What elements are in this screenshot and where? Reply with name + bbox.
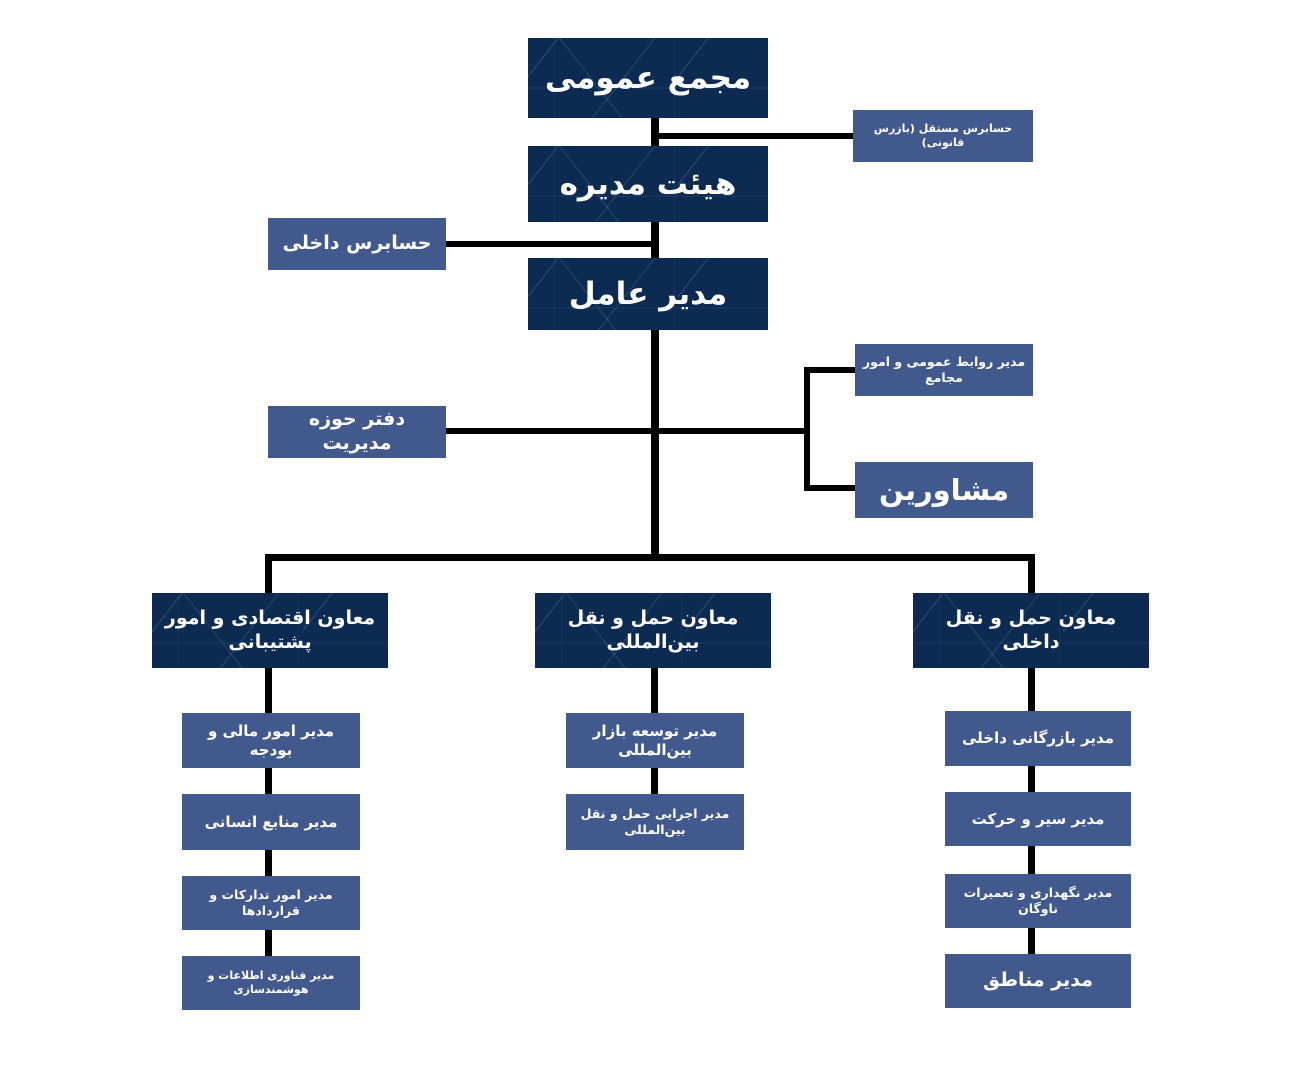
node-it-smart[interactable]: مدیر فناوری اطلاعات و هوشمندسازی <box>182 956 360 1010</box>
node-intl-market-dev-label: مدیر توسعه بازار بین‌المللی <box>592 721 718 759</box>
node-human-resources[interactable]: مدیر منابع انسانی <box>182 794 360 850</box>
node-ceo-label: مدیر عامل <box>568 275 728 312</box>
node-domestic-commerce-label: مدیر بازرگانی داخلی <box>962 729 1115 748</box>
connector-deputies-bus <box>265 554 1035 561</box>
node-human-resources-label: مدیر منابع انسانی <box>204 812 338 831</box>
connector-board-to-independent-auditor <box>651 133 853 139</box>
node-intl-transport-exec-label: مدیر اجرایی حمل و نقل بین‌المللی <box>580 806 730 837</box>
node-advisors-label: مشاورین <box>878 472 1010 507</box>
node-public-relations[interactable]: مدیر روابط عمومی و امور مجامع <box>855 344 1033 396</box>
node-traffic-movement-label: مدیر سیر و حرکت <box>971 809 1105 828</box>
node-fleet-maintenance-label: مدیر نگهداری و تعمیرات ناوگان <box>963 885 1113 916</box>
node-deputy-domestic[interactable]: معاون حمل و نقل داخلی <box>913 593 1149 668</box>
connector-market-to-exec <box>651 768 658 796</box>
node-management-office-label: دفتر حوزه مدیریت <box>308 408 406 454</box>
node-regions-label: مدیر مناطق <box>983 969 1093 992</box>
node-independent-auditor[interactable]: حسابرس مستقل (بازرس قانونی) <box>853 110 1033 162</box>
connector-deputy-international-to-market <box>651 668 658 716</box>
node-deputy-economic[interactable]: معاون اقتصادی و امور پشتیبانی <box>152 593 388 668</box>
connector-hr-to-procurement <box>265 850 272 878</box>
node-internal-auditor[interactable]: حسابرس داخلی <box>268 218 446 270</box>
node-board-of-directors[interactable]: هیئت مدیره <box>528 146 768 222</box>
connector-finance-to-hr <box>265 768 272 796</box>
node-deputy-international[interactable]: معاون حمل و نقل بین‌المللی <box>535 593 771 668</box>
node-board-of-directors-label: هیئت مدیره <box>559 165 737 202</box>
connector-ceo-spine <box>651 330 659 558</box>
node-finance-budget[interactable]: مدیر امور مالی و بودجه <box>182 713 360 768</box>
connector-board-to-internal-auditor <box>446 241 655 247</box>
node-fleet-maintenance[interactable]: مدیر نگهداری و تعمیرات ناوگان <box>945 874 1131 928</box>
connector-deputy-economic-to-finance <box>265 668 272 716</box>
node-regions[interactable]: مدیر مناطق <box>945 954 1131 1008</box>
node-intl-transport-exec[interactable]: مدیر اجرایی حمل و نقل بین‌المللی <box>566 794 744 850</box>
node-public-relations-label: مدیر روابط عمومی و امور مجامع <box>862 354 1026 385</box>
node-ceo[interactable]: مدیر عامل <box>528 258 768 330</box>
node-deputy-economic-label: معاون اقتصادی و امور پشتیبانی <box>164 606 376 653</box>
connector-fleet-to-regions <box>1028 928 1035 956</box>
connector-bus-to-deputy-economic <box>265 554 272 593</box>
node-internal-auditor-label: حسابرس داخلی <box>282 232 432 255</box>
connector-commerce-to-traffic <box>1028 766 1035 794</box>
connector-riser-to-advisors <box>804 485 856 491</box>
node-finance-budget-label: مدیر امور مالی و بودجه <box>207 721 335 759</box>
node-deputy-international-label: معاون حمل و نقل بین‌المللی <box>567 606 739 653</box>
node-procurement-contracts-label: مدیر امور تدارکات و قراردادها <box>209 887 333 918</box>
node-independent-auditor-label: حسابرس مستقل (بازرس قانونی) <box>873 122 1013 149</box>
connector-staff-horizontal <box>446 428 810 434</box>
connector-traffic-to-fleet <box>1028 846 1035 876</box>
node-procurement-contracts[interactable]: مدیر امور تدارکات و قراردادها <box>182 876 360 930</box>
connector-bus-to-deputy-domestic <box>1028 554 1035 593</box>
node-general-assembly-label: مجمع عمومی <box>544 59 752 96</box>
node-intl-market-dev[interactable]: مدیر توسعه بازار بین‌المللی <box>566 713 744 768</box>
node-management-office[interactable]: دفتر حوزه مدیریت <box>268 406 446 458</box>
node-deputy-domestic-label: معاون حمل و نقل داخلی <box>945 606 1117 653</box>
node-traffic-movement[interactable]: مدیر سیر و حرکت <box>945 792 1131 846</box>
connector-riser-to-public-relations <box>804 367 856 373</box>
connector-procurement-to-it <box>265 930 272 958</box>
node-domestic-commerce[interactable]: مدیر بازرگانی داخلی <box>945 711 1131 766</box>
connector-staff-right-riser <box>804 367 810 491</box>
node-general-assembly[interactable]: مجمع عمومی <box>528 38 768 118</box>
connector-deputy-domestic-to-commerce <box>1028 668 1035 712</box>
node-advisors[interactable]: مشاورین <box>855 462 1033 518</box>
node-it-smart-label: مدیر فناوری اطلاعات و هوشمندسازی <box>207 969 335 996</box>
connector-board-to-ceo <box>651 222 659 266</box>
